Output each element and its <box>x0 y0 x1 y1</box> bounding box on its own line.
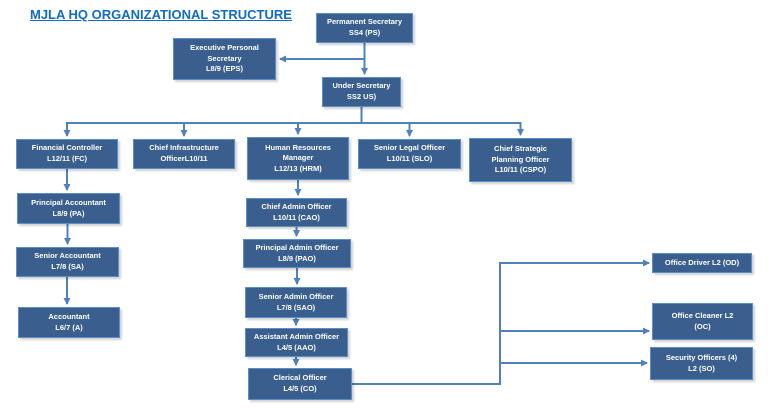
node-line: Permanent Secretary <box>326 17 403 27</box>
node-line: Senior Accountant <box>34 251 101 261</box>
node-line: Office Cleaner L2 <box>671 310 734 320</box>
org-node-principal-accountant: Principal Accountant L8/9 (PA) <box>17 193 120 224</box>
node-line: Accountant <box>48 311 90 321</box>
node-line: Financial Controller <box>31 143 103 153</box>
org-node-chief-infrastructure-officer: Chief Infrastructure OfficerL10/11 <box>133 139 235 169</box>
node-line: L8/9 (PA) <box>52 208 85 218</box>
org-node-executive-personal-secretary: Executive Personal Secretary L8/9 (EPS) <box>173 38 276 80</box>
node-line: L8/9 (EPS) <box>205 64 244 74</box>
node-line: Senior Admin Officer <box>258 291 334 301</box>
node-line: Security Officers (4) <box>665 352 738 362</box>
node-line: Secretary <box>207 53 242 63</box>
node-line: L10/11 (CAO) <box>273 212 320 222</box>
node-line: Planning Officer <box>491 154 550 164</box>
node-line: L2 (SO) <box>688 363 715 373</box>
org-node-chief-admin-officer: Chief Admin Officer L10/11 (CAO) <box>246 198 347 227</box>
node-line: Human Resources <box>265 142 331 152</box>
node-line: Chief Infrastructure <box>149 143 219 153</box>
node-line: L4/5 (CO) <box>283 384 317 393</box>
node-line: Executive Personal <box>190 43 259 53</box>
page-title: MJLA HQ ORGANIZATIONAL STRUCTURE <box>30 7 292 22</box>
node-line: Principal Accountant <box>31 197 106 207</box>
node-line: Manager <box>282 153 314 163</box>
org-node-chief-strategic-planning-officer: Chief Strategic Planning Officer L10/11 … <box>469 138 572 182</box>
node-line: Chief Strategic <box>494 144 547 154</box>
node-line: Chief Admin Officer <box>261 201 332 211</box>
org-node-principal-admin-officer: Principal Admin Officer L8/9 (PAO) <box>243 239 351 268</box>
node-line: L4/5 (AAO) <box>277 342 316 352</box>
node-line: L7/8 (SA) <box>51 262 84 271</box>
node-line: Senior Legal Officer <box>373 143 446 153</box>
node-line: L12/13 (HRM) <box>274 163 322 173</box>
node-line: SS2 US) <box>346 92 377 101</box>
node-line: Under Secretary <box>332 81 391 91</box>
org-node-senior-accountant: Senior Accountant L7/8 (SA) <box>16 247 119 277</box>
node-line: Principal Admin Officer <box>255 242 339 252</box>
node-line: SS4 (PS) <box>348 28 381 37</box>
node-line: Office Driver L2 (OD) <box>664 257 740 267</box>
org-node-security-officers: Security Officers (4) L2 (SO) <box>650 347 753 380</box>
node-line: Clerical Officer <box>273 373 327 383</box>
org-node-senior-admin-officer: Senior Admin Officer L7/8 (SAO) <box>245 287 347 318</box>
org-node-permanent-secretary: Permanent Secretary SS4 (PS) <box>316 13 413 43</box>
org-node-financial-controller: Financial Controller L12/11 (FC) <box>16 139 118 169</box>
node-line: L12/11 (FC) <box>46 154 87 163</box>
node-line: L10/11 (CSPO) <box>494 165 547 175</box>
node-line: (OC) <box>694 321 711 331</box>
org-node-human-resources-manager: Human Resources Manager L12/13 (HRM) <box>247 137 349 180</box>
connector-co-od <box>352 259 650 385</box>
node-line: L8/9 (PAO) <box>278 253 316 263</box>
node-line: L6/7 (A) <box>55 322 83 332</box>
org-node-assistant-admin-officer: Assistant Admin Officer L4/5 (AAO) <box>245 328 348 357</box>
node-line: L7/8 (SAO) <box>276 302 316 312</box>
org-node-senior-legal-officer: Senior Legal Officer L10/11 (SLO) <box>358 139 461 169</box>
node-line: Assistant Admin Officer <box>253 331 340 341</box>
org-node-office-cleaner: Office Cleaner L2 (OC) <box>652 303 753 340</box>
org-node-clerical-officer: Clerical Officer L4/5 (CO) <box>248 368 352 400</box>
org-node-under-secretary: Under Secretary SS2 US) <box>322 77 401 107</box>
node-line: OfficerL10/11 <box>160 154 208 163</box>
org-node-accountant: Accountant L6/7 (A) <box>18 307 120 338</box>
node-line: L10/11 (SLO) <box>386 154 433 163</box>
org-node-office-driver: Office Driver L2 (OD) <box>652 253 752 273</box>
